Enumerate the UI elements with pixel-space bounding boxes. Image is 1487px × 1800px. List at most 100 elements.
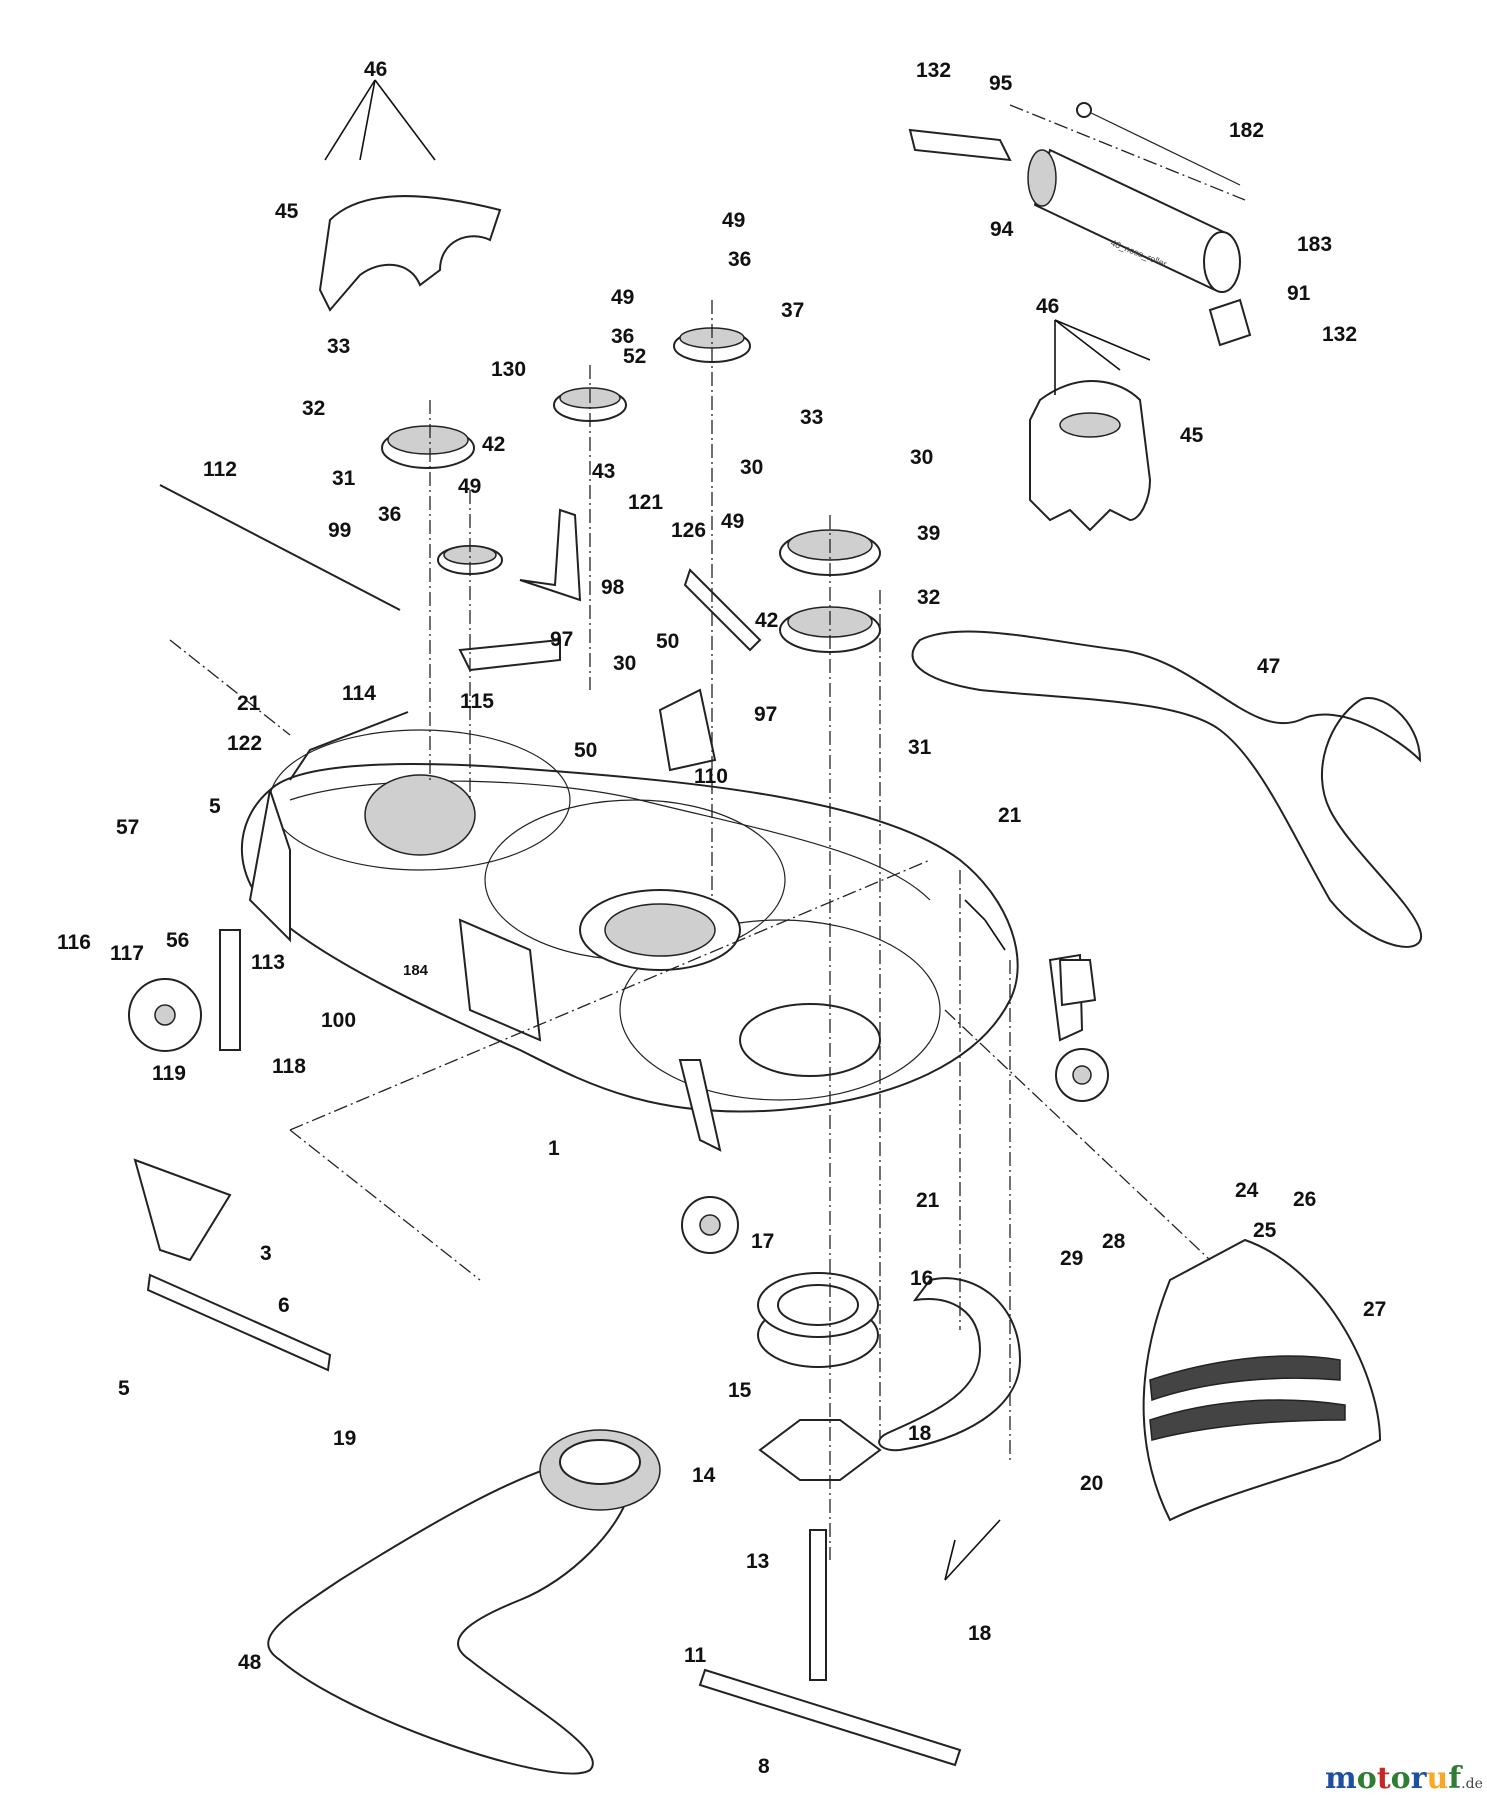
label-49-lower: 49: [721, 510, 744, 533]
label-126: 126: [671, 519, 706, 542]
label-117: 117: [110, 942, 144, 965]
label-52: 52: [623, 345, 646, 368]
label-8: 8: [758, 1755, 770, 1778]
label-98: 98: [601, 576, 625, 599]
label-50-left: 50: [574, 739, 597, 762]
mower-deck-housing: [240, 729, 1109, 1254]
stabilizer-rod-112: [159, 484, 401, 611]
label-130: 130: [491, 358, 526, 381]
label-31-right: 31: [908, 736, 932, 759]
label-26: 26: [1293, 1188, 1316, 1211]
label-115: 115: [460, 690, 494, 713]
label-56: 56: [166, 929, 189, 952]
label-31-left: 31: [332, 467, 356, 490]
label-48: 48: [238, 1651, 262, 1674]
label-46-right: 46: [1036, 295, 1059, 318]
label-49-left: 49: [458, 475, 481, 498]
label-183: 183: [1297, 233, 1332, 256]
label-33-left: 33: [327, 335, 350, 358]
label-112: 112: [203, 458, 237, 481]
label-119: 119: [152, 1062, 186, 1085]
bracket-3: [133, 1158, 232, 1262]
label-42-right: 42: [755, 609, 778, 632]
label-47: 47: [1257, 655, 1280, 678]
label-42-left: 42: [482, 433, 505, 456]
label-21-center: 21: [916, 1189, 940, 1212]
part-labels: 1 3 5 5 6 8 11 13 14 15 16 17 18 18 19 2…: [57, 58, 1386, 1778]
center-lines: [169, 104, 1246, 1560]
label-45-left: 45: [275, 200, 299, 223]
label-30-center: 30: [740, 456, 763, 479]
belt-47: [911, 630, 1423, 948]
label-24: 24: [1235, 1179, 1259, 1202]
label-30-lower: 30: [613, 652, 636, 675]
idler-arm-43: [519, 508, 582, 602]
label-20: 20: [1080, 1472, 1103, 1495]
label-49-center: 49: [611, 286, 634, 309]
svg-text:motoruf.de: motoruf.de: [1325, 1761, 1483, 1796]
label-32-left: 32: [302, 397, 325, 420]
leader-lines: [324, 79, 1151, 1581]
label-32-right: 32: [917, 586, 940, 609]
label-11: 11: [684, 1644, 707, 1667]
label-39: 39: [917, 522, 940, 545]
label-25: 25: [1253, 1219, 1277, 1242]
label-113: 113: [251, 951, 285, 974]
label-5-upper: 5: [209, 795, 221, 818]
label-57: 57: [116, 816, 139, 839]
label-28: 28: [1102, 1230, 1126, 1253]
bracket-56: [219, 929, 241, 1051]
label-49-right: 49: [722, 209, 745, 232]
label-122: 122: [227, 732, 262, 755]
label-6: 6: [278, 1294, 290, 1317]
label-91: 91: [1287, 282, 1311, 305]
deflector-20: [878, 1277, 1022, 1452]
pulleys: [381, 327, 881, 653]
label-21-right: 21: [998, 804, 1022, 827]
label-18-upper: 18: [908, 1422, 932, 1445]
label-99: 99: [328, 519, 351, 542]
label-13: 13: [746, 1550, 769, 1573]
label-43: 43: [592, 460, 615, 483]
label-15: 15: [728, 1379, 752, 1402]
label-95: 95: [989, 72, 1013, 95]
idler-arm-115: [458, 638, 561, 672]
label-46-left: 46: [364, 58, 387, 81]
label-19: 19: [333, 1427, 356, 1450]
label-16: 16: [910, 1267, 933, 1290]
label-132-upper: 132: [916, 59, 951, 82]
belt-48: [267, 1455, 633, 1775]
watermark-logo: motoruf.de: [1325, 1761, 1483, 1796]
label-100: 100: [321, 1009, 356, 1032]
label-5-lower: 5: [118, 1377, 130, 1400]
bracket-91: [1208, 298, 1252, 347]
label-30-right: 30: [910, 446, 933, 469]
label-18-lower: 18: [968, 1622, 992, 1645]
belt-cover-45-left: [318, 195, 502, 312]
label-3: 3: [260, 1242, 272, 1265]
lift-link-114: [289, 711, 409, 781]
spindle-assembly: [698, 1272, 962, 1767]
label-184: 184: [403, 962, 429, 979]
label-94: 94: [990, 218, 1014, 241]
shield-110: [658, 688, 717, 772]
label-45-right: 45: [1180, 424, 1204, 447]
label-1: 1: [548, 1137, 560, 1160]
label-37: 37: [781, 299, 804, 322]
label-97-right: 97: [754, 703, 777, 726]
bracket-95: [908, 128, 1012, 162]
label-17: 17: [751, 1230, 774, 1253]
label-36-center: 36: [611, 325, 634, 348]
label-118: 118: [272, 1055, 306, 1078]
label-27: 27: [1363, 1298, 1386, 1321]
nose-roller-94: 48_nose_roller: [1027, 102, 1241, 293]
label-114: 114: [342, 682, 376, 705]
label-97-left: 97: [550, 628, 573, 651]
belt-cover-45-right: [1029, 380, 1152, 532]
label-121: 121: [628, 491, 663, 514]
label-33-right: 33: [800, 406, 823, 429]
label-50-right: 50: [656, 630, 679, 653]
label-36-left: 36: [378, 503, 401, 526]
label-132-lower: 132: [1322, 323, 1357, 346]
